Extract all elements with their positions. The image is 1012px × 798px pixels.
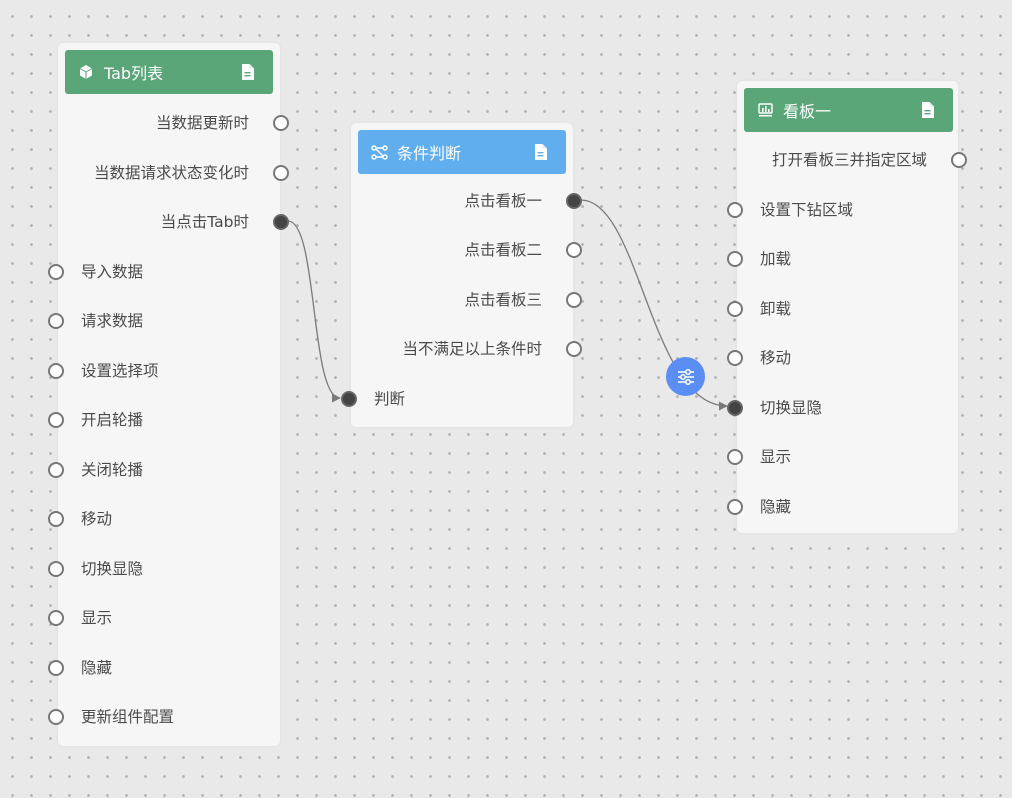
port-label: 更新组件配置 <box>81 708 175 726</box>
port-label: 设置选择项 <box>81 362 159 380</box>
input-port-row[interactable]: 隐藏 <box>48 656 280 680</box>
port-label: 当点击Tab时 <box>160 213 249 231</box>
port-label: 卸载 <box>760 300 792 318</box>
port-label: 关闭轮播 <box>81 461 144 479</box>
output-port-row[interactable]: 当不满足以上条件时 <box>351 337 582 361</box>
wire-filter-button[interactable] <box>666 357 705 396</box>
input-port[interactable] <box>48 709 64 725</box>
port-label: 移动 <box>760 349 792 367</box>
output-port-row[interactable]: 当数据更新时 <box>58 111 289 135</box>
input-port[interactable] <box>48 264 64 280</box>
output-port-row[interactable]: 打开看板三并指定区域 <box>737 148 967 172</box>
input-port-connected[interactable] <box>727 400 743 416</box>
output-port[interactable] <box>566 292 582 308</box>
sliders-icon <box>677 368 694 385</box>
node-title: 看板一 <box>783 102 832 121</box>
input-port-row[interactable]: 卸载 <box>727 297 958 321</box>
node-title: 条件判断 <box>397 144 462 163</box>
input-port[interactable] <box>48 363 64 379</box>
input-port[interactable] <box>48 511 64 527</box>
input-port[interactable] <box>727 202 743 218</box>
port-label: 加载 <box>760 250 792 268</box>
output-port-row[interactable]: 点击看板一 <box>351 189 582 213</box>
input-port[interactable] <box>727 449 743 465</box>
port-label: 显示 <box>81 609 113 627</box>
node-header-board-one[interactable]: 看板一 <box>744 88 953 132</box>
cube-icon <box>77 63 95 81</box>
port-label: 切换显隐 <box>81 560 144 578</box>
input-port[interactable] <box>48 462 64 478</box>
input-port-row[interactable]: 更新组件配置 <box>48 705 280 729</box>
wire-board-one-to-toggle[interactable] <box>580 199 728 411</box>
input-port-row[interactable]: 切换显隐 <box>727 396 958 420</box>
input-port-row[interactable]: 关闭轮播 <box>48 458 280 482</box>
port-label: 打开看板三并指定区域 <box>771 151 927 169</box>
output-port-row[interactable]: 点击看板三 <box>351 288 582 312</box>
output-port-row[interactable]: 点击看板二 <box>351 238 582 262</box>
input-port[interactable] <box>727 350 743 366</box>
input-port-row[interactable]: 移动 <box>48 507 280 531</box>
input-port[interactable] <box>48 610 64 626</box>
input-port-row[interactable]: 显示 <box>48 606 280 630</box>
port-label: 隐藏 <box>760 498 792 516</box>
input-port-row[interactable]: 显示 <box>727 445 958 469</box>
port-label: 移动 <box>81 510 113 528</box>
input-port-row[interactable]: 设置选择项 <box>48 359 280 383</box>
input-port-row[interactable]: 导入数据 <box>48 260 280 284</box>
output-port-connected[interactable] <box>273 214 289 230</box>
input-port[interactable] <box>727 251 743 267</box>
port-label: 请求数据 <box>81 312 144 330</box>
port-label: 点击看板一 <box>464 192 542 210</box>
input-port[interactable] <box>48 313 64 329</box>
output-port[interactable] <box>566 341 582 357</box>
port-label: 点击看板二 <box>464 241 542 259</box>
input-port-row[interactable]: 开启轮播 <box>48 408 280 432</box>
wire-tab-click-to-judge[interactable] <box>287 220 341 403</box>
input-port[interactable] <box>48 412 64 428</box>
input-port-connected[interactable] <box>341 391 357 407</box>
port-label: 点击看板三 <box>464 291 542 309</box>
port-label: 切换显隐 <box>760 399 823 417</box>
branch-icon <box>370 143 388 161</box>
input-port-row[interactable]: 切换显隐 <box>48 557 280 581</box>
node-header-condition[interactable]: 条件判断 <box>358 130 566 174</box>
node-tab-list[interactable]: Tab列表 当数据更新时 当数据请求状态变化时 当点击Tab时 <box>48 43 289 746</box>
port-label: 显示 <box>760 448 792 466</box>
document-icon[interactable] <box>532 143 548 161</box>
port-label: 设置下钻区域 <box>760 201 854 219</box>
output-port[interactable] <box>273 115 289 131</box>
output-port-row[interactable]: 当点击Tab时 <box>58 210 289 234</box>
input-port[interactable] <box>727 499 743 515</box>
chart-icon <box>756 101 774 119</box>
node-board-one[interactable]: 看板一 打开看板三并指定区域 设置下钻区域 加载 卸载 <box>727 81 967 533</box>
port-label: 当数据更新时 <box>155 114 249 132</box>
input-port-row[interactable]: 判断 <box>341 387 573 411</box>
output-port[interactable] <box>273 165 289 181</box>
port-label: 当数据请求状态变化时 <box>93 164 249 182</box>
output-port-connected[interactable] <box>566 193 582 209</box>
input-port-row[interactable]: 隐藏 <box>727 495 958 519</box>
output-port[interactable] <box>951 152 967 168</box>
input-port[interactable] <box>48 660 64 676</box>
input-port[interactable] <box>727 301 743 317</box>
input-port[interactable] <box>48 561 64 577</box>
output-port[interactable] <box>566 242 582 258</box>
output-port-row[interactable]: 当数据请求状态变化时 <box>58 161 289 185</box>
input-port-row[interactable]: 移动 <box>727 346 958 370</box>
document-icon[interactable] <box>919 101 935 119</box>
port-label: 判断 <box>374 390 406 408</box>
node-condition[interactable]: 条件判断 点击看板一 点击看板二 点击看板三 当不满足以上条件时 <box>341 123 582 427</box>
input-port-row[interactable]: 请求数据 <box>48 309 280 333</box>
node-title: Tab列表 <box>104 64 164 83</box>
input-port-row[interactable]: 设置下钻区域 <box>727 198 958 222</box>
input-port-row[interactable]: 加载 <box>727 247 958 271</box>
port-label: 导入数据 <box>81 263 144 281</box>
port-label: 当不满足以上条件时 <box>402 340 542 358</box>
document-icon[interactable] <box>239 63 255 81</box>
node-header-tab-list[interactable]: Tab列表 <box>65 50 273 94</box>
port-label: 开启轮播 <box>81 411 144 429</box>
port-label: 隐藏 <box>81 659 113 677</box>
